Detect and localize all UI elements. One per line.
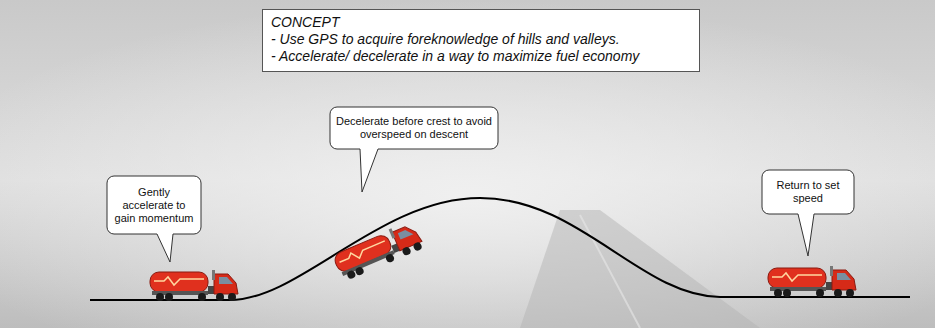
bubble-shape bbox=[762, 170, 854, 256]
callout-text-group: Decelerate before crest to avoid overspe… bbox=[336, 115, 492, 141]
road-line bbox=[580, 215, 640, 328]
concept-bullet: - Use GPS to acquire foreknowledge of hi… bbox=[271, 31, 691, 48]
callout-bubble: Gently accelerate to gain momentum bbox=[107, 176, 201, 234]
callout-text-group: Gently accelerate to gain momentum bbox=[113, 186, 195, 225]
concept-bullet: - Accelerate/ decelerate in a way to max… bbox=[271, 48, 691, 65]
callout-text: Gently accelerate to gain momentum bbox=[113, 186, 195, 225]
bubble-shape bbox=[107, 176, 201, 262]
callout-text-group: Return to set speed bbox=[768, 179, 848, 205]
concept-heading: CONCEPT bbox=[271, 14, 691, 31]
callout-text: Return to set speed bbox=[768, 179, 848, 205]
truck bbox=[332, 219, 425, 282]
callout-text: Decelerate before crest to avoid overspe… bbox=[336, 115, 492, 141]
truck bbox=[150, 270, 238, 301]
truck bbox=[768, 266, 856, 297]
concept-box: CONCEPT- Use GPS to acquire foreknowledg… bbox=[262, 9, 700, 72]
callout-bubble: Return to set speed bbox=[762, 170, 854, 214]
callout-bubble: Decelerate before crest to avoid overspe… bbox=[330, 107, 498, 149]
bubble-shape bbox=[330, 107, 498, 192]
